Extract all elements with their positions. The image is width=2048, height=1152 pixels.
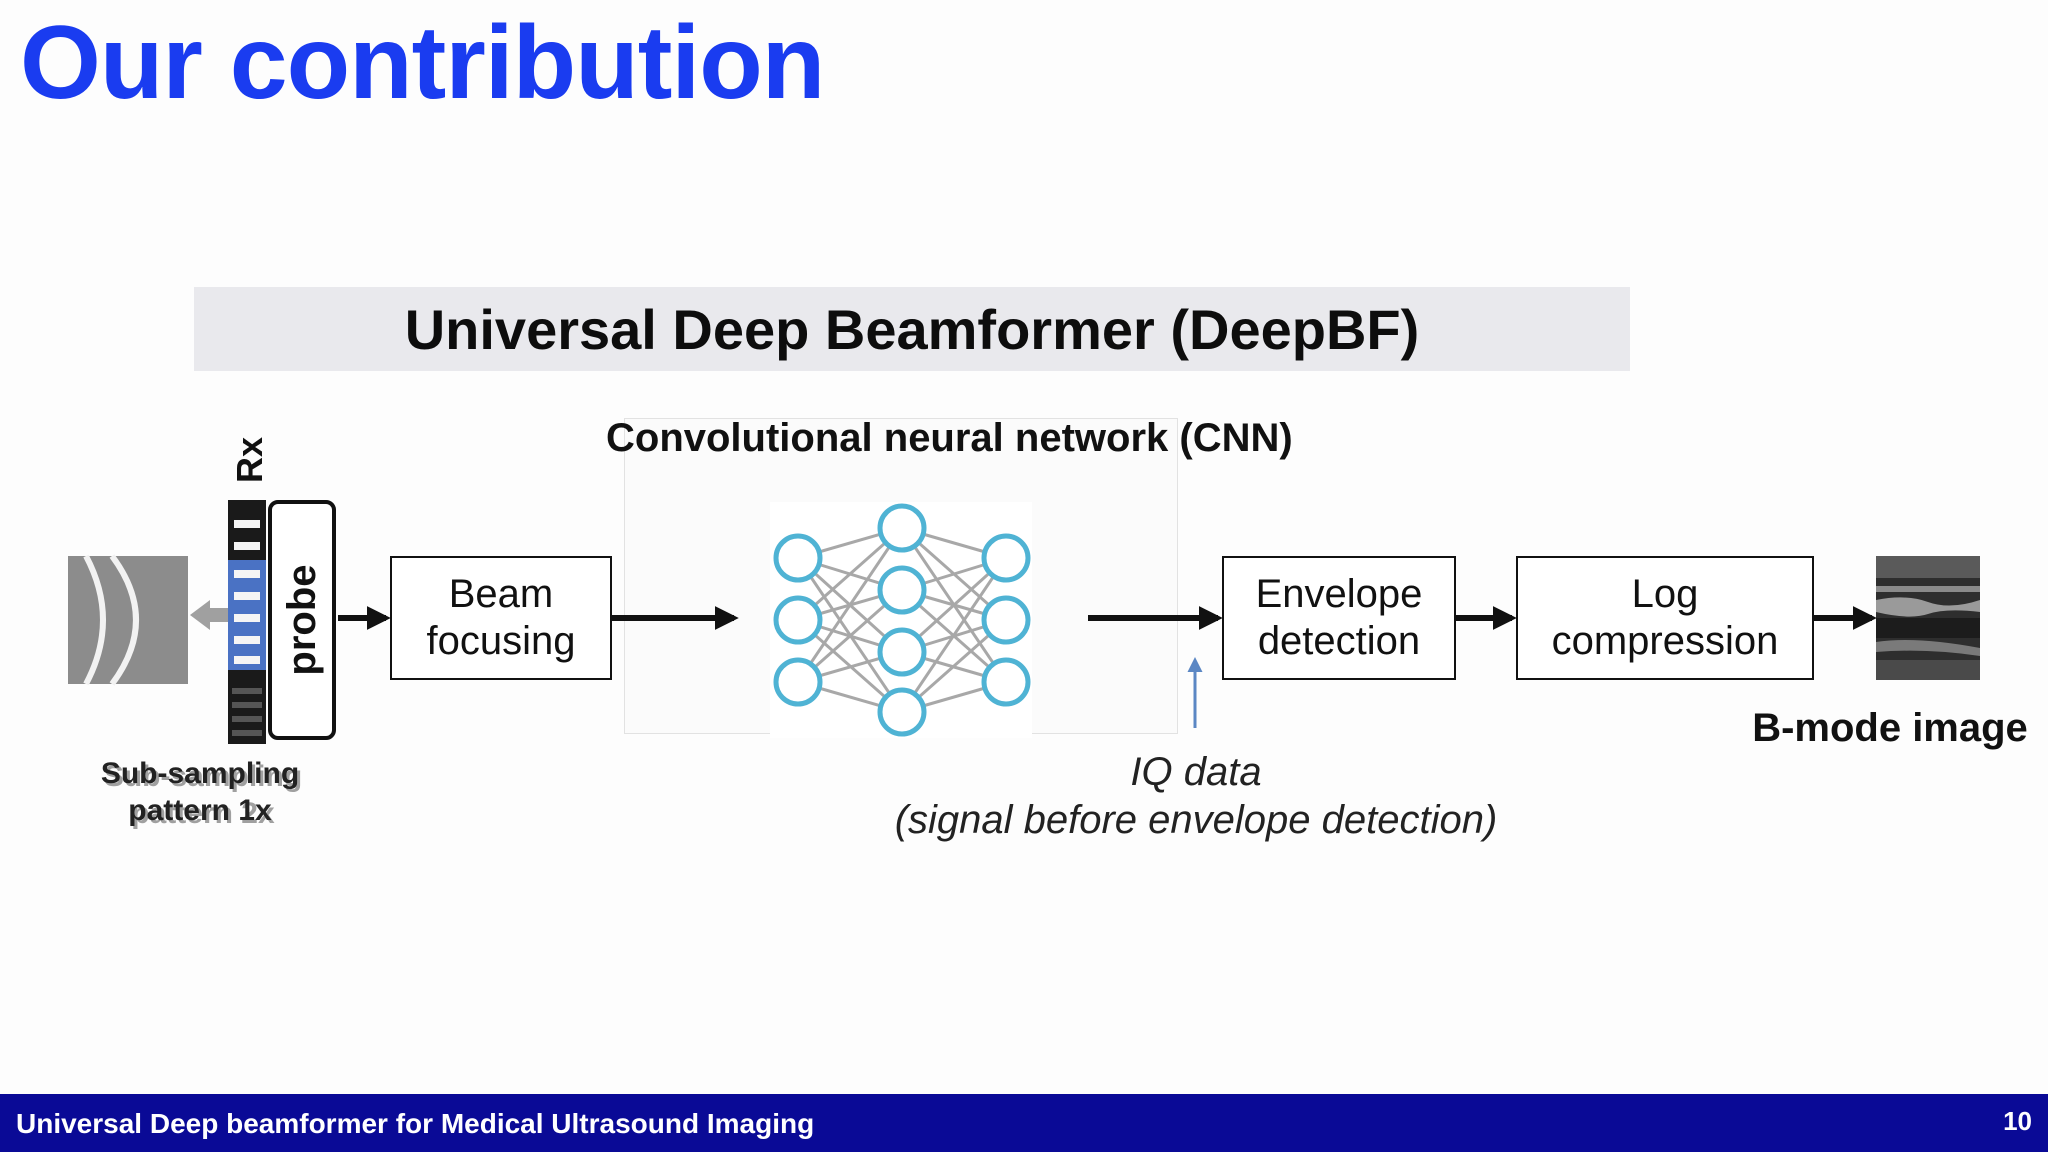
log-compression-label: Log compression bbox=[1551, 571, 1779, 663]
bmode-texture bbox=[1876, 556, 1980, 680]
footer-title: Universal Deep beamformer for Medical Ul… bbox=[16, 1108, 815, 1139]
cnn-label: Convolutional neural network (CNN) bbox=[606, 416, 1293, 460]
element-array-icon bbox=[228, 500, 266, 744]
bmode-image-thumbnail bbox=[1876, 556, 1980, 680]
footer-bar: Universal Deep beamformer for Medical Ul… bbox=[0, 1094, 2048, 1152]
iq-line1: IQ data bbox=[1130, 750, 1262, 794]
neural-network-icon bbox=[770, 502, 1032, 738]
deepbf-banner: Universal Deep Beamformer (DeepBF) bbox=[194, 287, 1630, 371]
subsampling-line1: Sub-sampling bbox=[100, 757, 300, 790]
iq-line2: (signal before envelope detection) bbox=[894, 798, 1498, 842]
ultrasound-transducer-icon bbox=[68, 554, 188, 686]
envelope-detection-box: Envelope detection bbox=[1222, 556, 1456, 680]
log-compression-box: Log compression bbox=[1516, 556, 1814, 680]
subsampling-ghost-line1: Sub-sampling bbox=[103, 760, 303, 793]
probe-box bbox=[268, 500, 336, 740]
banner-title: Universal Deep Beamformer (DeepBF) bbox=[404, 297, 1420, 361]
subsampling-label-ghost: Sub-sampling pattern 2x bbox=[63, 759, 343, 832]
envelope-detection-label: Envelope detection bbox=[1255, 571, 1423, 663]
subsampling-ghost-line2: pattern 2x bbox=[131, 796, 275, 830]
slide-title: Our contribution bbox=[20, 5, 825, 121]
subsampling-label: Sub-sampling pattern 1x bbox=[60, 756, 340, 829]
iq-data-label: IQ data (signal before envelope detectio… bbox=[796, 748, 1596, 844]
page-number: 10 bbox=[2003, 1106, 2032, 1136]
bmode-label: B-mode image bbox=[1752, 706, 2028, 750]
beam-focusing-box: Beam focusing bbox=[390, 556, 612, 680]
beam-focusing-label: Beam focusing bbox=[426, 571, 576, 663]
subsampling-line2: pattern 1x bbox=[128, 793, 272, 827]
